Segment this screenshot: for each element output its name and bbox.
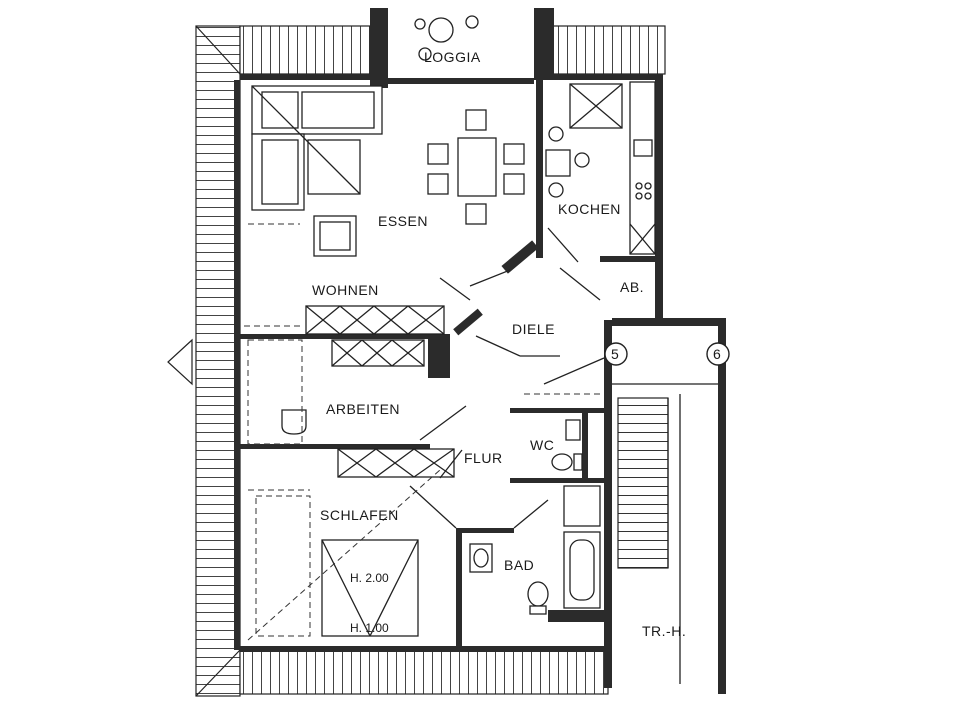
- unit-marker-6: 6: [706, 342, 730, 366]
- stairwell: [612, 383, 718, 684]
- window-lines: [244, 223, 602, 491]
- room-label-ab: AB.: [620, 279, 644, 295]
- room-label-flur: FLUR: [464, 450, 503, 466]
- unit-number: 5: [611, 346, 619, 362]
- door-swings: [409, 227, 605, 529]
- height-label-low: H. 1.00: [350, 621, 389, 635]
- room-label-wohnen: WOHNEN: [312, 282, 379, 298]
- room-label-kochen: KOCHEN: [558, 201, 621, 217]
- walls: [234, 8, 726, 694]
- bathroom-fixtures: [469, 419, 601, 615]
- unit-number: 6: [713, 346, 721, 362]
- loggia-plants: [414, 15, 479, 61]
- room-label-bad: BAD: [504, 557, 534, 573]
- room-label-loggia: LOGGIA: [424, 49, 481, 65]
- height-label-high: H. 2.00: [350, 571, 389, 585]
- bed: [247, 469, 441, 641]
- room-label-treppenhaus: TR.-H.: [642, 623, 686, 639]
- dining-table: [427, 109, 525, 225]
- sofa-set: [251, 85, 383, 257]
- built-in-wardrobes: [305, 305, 455, 478]
- kitchen-fixtures: [545, 81, 656, 255]
- room-label-essen: ESSEN: [378, 213, 428, 229]
- room-label-diele: DIELE: [512, 321, 555, 337]
- room-label-schlafen: SCHLAFEN: [320, 507, 399, 523]
- unit-marker-5: 5: [604, 342, 628, 366]
- roof-overhang: [167, 25, 666, 697]
- desk-chair: [247, 339, 307, 445]
- room-label-arbeiten: ARBEITEN: [326, 401, 400, 417]
- room-label-wc: WC: [530, 437, 554, 453]
